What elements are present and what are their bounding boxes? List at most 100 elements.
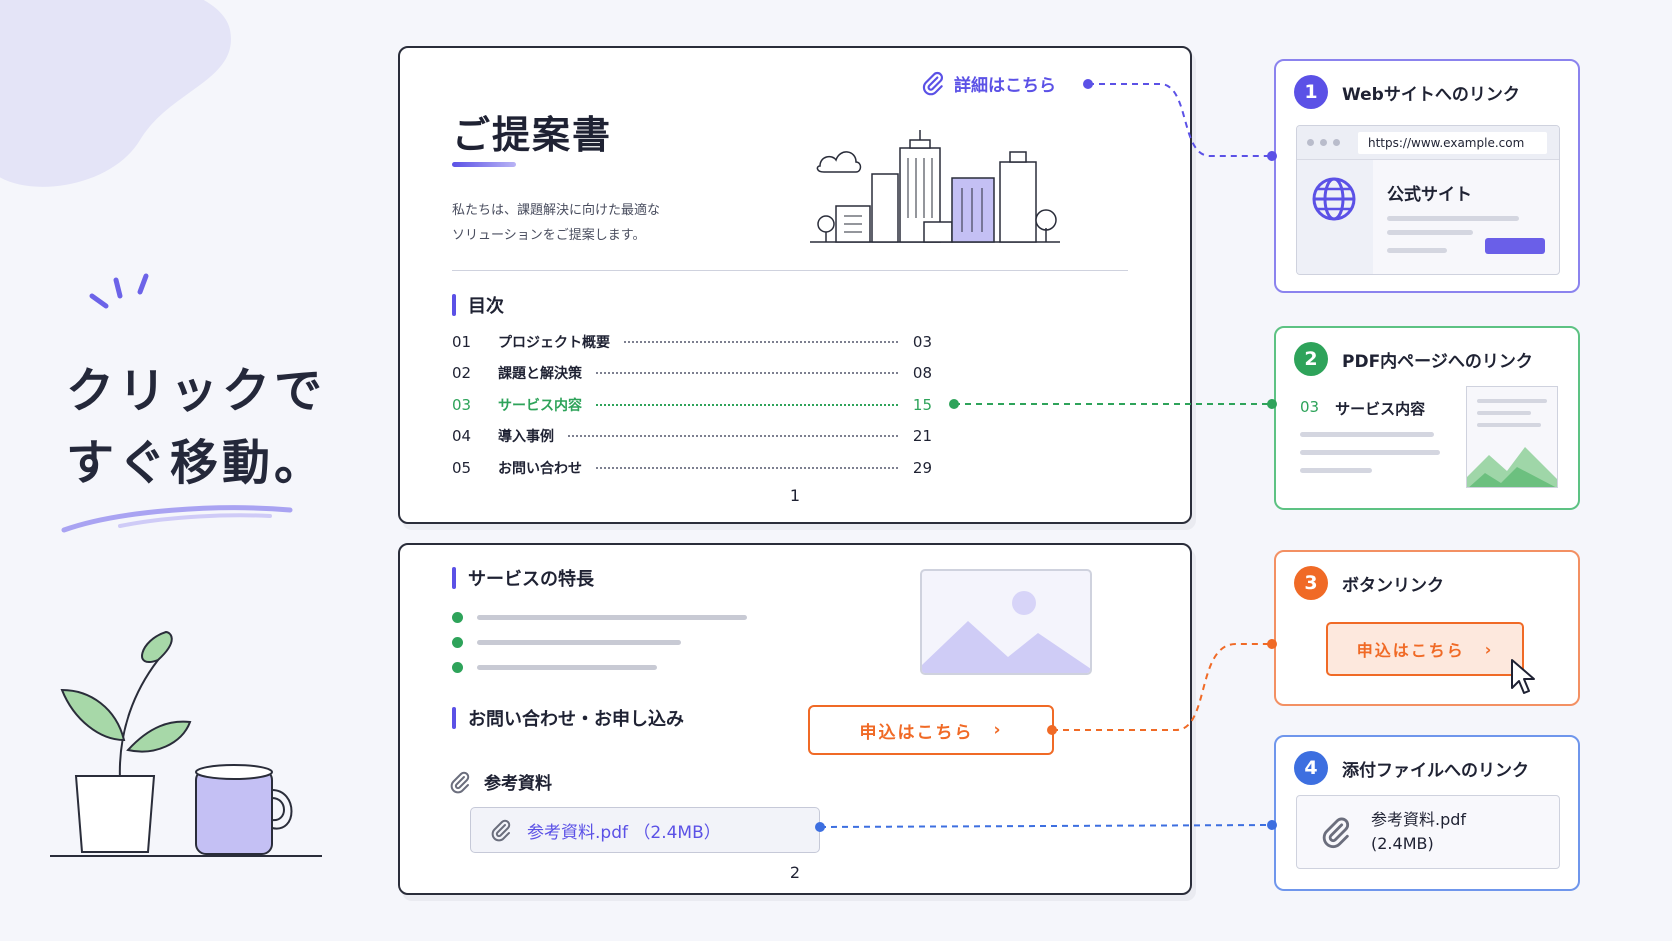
- toc-label: 導入事例: [498, 429, 554, 446]
- features-heading: サービスの特長: [452, 565, 594, 591]
- list-item: [452, 655, 747, 680]
- placeholder-line: [477, 665, 657, 670]
- pdf-target-item[interactable]: 03 サービス内容: [1300, 398, 1425, 419]
- bullet-dot: [452, 637, 463, 648]
- intro-line-1: 私たちは、課題解決に向けた最適な: [452, 203, 661, 218]
- browser-body: 公式サイト: [1297, 160, 1559, 274]
- hero-line-1: クリックで: [66, 363, 327, 419]
- toc-number: 04: [452, 427, 472, 446]
- placeholder-line: [477, 640, 681, 645]
- list-item: [452, 630, 747, 655]
- reference-heading: 参考資料: [448, 769, 552, 794]
- file-size: (2.4MB): [1371, 834, 1434, 853]
- window-dot: [1320, 139, 1327, 146]
- toc-number: 02: [452, 364, 472, 383]
- sparkle-icon: [89, 273, 149, 309]
- site-title: 公式サイト: [1387, 185, 1472, 205]
- card-attachment-link: 4 添付ファイルへのリンク 参考資料.pdf (2.4MB): [1274, 735, 1580, 891]
- placeholder-line: [1477, 399, 1547, 403]
- placeholder-line: [1387, 230, 1473, 235]
- placeholder-line: [1477, 411, 1531, 415]
- apply-button-label: 申込はこちら: [859, 722, 974, 743]
- paperclip-icon: [1322, 817, 1350, 849]
- toc-page: 29: [912, 458, 932, 477]
- paperclip-icon: [922, 71, 943, 96]
- toc-leader: [624, 340, 898, 343]
- toc-label: お問い合わせ: [498, 460, 582, 477]
- toc-number: 01: [452, 332, 472, 351]
- item-number: 03: [1300, 398, 1320, 416]
- toc-leader: [568, 435, 898, 438]
- feature-bullets: [452, 605, 747, 680]
- attachment-file[interactable]: 参考資料.pdf (2.4MB): [1296, 795, 1560, 869]
- paperclip-icon: [450, 771, 470, 793]
- chevron-right-icon: ›: [993, 720, 1003, 740]
- card-header: 2 PDF内ページへのリンク: [1294, 342, 1533, 376]
- mountain-image-icon: [1467, 447, 1557, 487]
- toc-leader: [596, 466, 898, 469]
- cursor-icon: [1511, 659, 1535, 694]
- apply-button-preview[interactable]: 申込はこちら ›: [1326, 622, 1524, 676]
- intro-text: 私たちは、課題解決に向けた最適な ソリューションをご提案します。: [452, 198, 752, 248]
- apply-button[interactable]: 申込はこちら ›: [808, 705, 1054, 755]
- card-header: 4 添付ファイルへのリンク: [1294, 751, 1529, 785]
- toc-label: 課題と解決策: [498, 366, 582, 383]
- placeholder-line: [1300, 432, 1434, 437]
- page-number: 2: [789, 863, 801, 882]
- browser-bar: https://www.example.com: [1297, 126, 1559, 160]
- detail-link[interactable]: 詳細はこちら: [920, 70, 1056, 96]
- placeholder-line: [477, 615, 747, 620]
- plant-and-mug-illustration: [50, 630, 322, 857]
- background-blob: [0, 0, 231, 187]
- chevron-right-icon: ›: [1484, 639, 1494, 659]
- toc-number: 03: [452, 395, 472, 414]
- toc-page: 21: [912, 427, 932, 446]
- window-dot: [1333, 139, 1340, 146]
- page-number: 1: [789, 486, 801, 505]
- toc-row[interactable]: 05 お問い合わせ 29: [452, 452, 932, 484]
- image-placeholder: [920, 569, 1092, 675]
- page-thumbnail: [1466, 386, 1558, 488]
- document-page-1: ご提案書 私たちは、課題解決に向けた最適な ソリューションをご提案します。 詳細…: [398, 46, 1192, 524]
- card-header: 3 ボタンリンク: [1294, 566, 1444, 600]
- toc-row[interactable]: 04 導入事例 21: [452, 421, 932, 453]
- site-button[interactable]: [1485, 238, 1545, 254]
- placeholder-line: [1300, 468, 1372, 473]
- number-badge: 2: [1294, 342, 1328, 376]
- card-button-link: 3 ボタンリンク 申込はこちら ›: [1274, 550, 1580, 706]
- item-label: サービス内容: [1335, 400, 1426, 418]
- card-web-link: 1 Webサイトへのリンク https://www.example.com 公式…: [1274, 59, 1580, 293]
- page-title: ご提案書: [452, 113, 613, 157]
- intro-line-2: ソリューションをご提案します。: [452, 228, 646, 243]
- toc-page: 15: [912, 395, 932, 414]
- toc-label: サービス内容: [498, 397, 582, 414]
- detail-link-label[interactable]: 詳細はこちら: [954, 75, 1056, 96]
- reference-heading-label: 参考資料: [484, 774, 552, 794]
- bullet-dot: [452, 612, 463, 623]
- card-title: ボタンリンク: [1342, 575, 1444, 596]
- file-info: 参考資料.pdf (2.4MB): [1371, 808, 1466, 856]
- toc-leader: [596, 372, 898, 375]
- browser-mockup: https://www.example.com 公式サイト: [1296, 125, 1560, 275]
- toc-row[interactable]: 03 サービス内容 15: [452, 389, 932, 421]
- divider: [452, 270, 1128, 271]
- underline-swoosh: [61, 505, 293, 533]
- card-title: PDF内ページへのリンク: [1342, 351, 1533, 372]
- number-badge: 3: [1294, 566, 1328, 600]
- url-field[interactable]: https://www.example.com: [1358, 131, 1547, 154]
- placeholder-line: [1387, 248, 1447, 253]
- window-dot: [1307, 139, 1314, 146]
- card-title: Webサイトへのリンク: [1342, 84, 1520, 105]
- browser-sidebar: [1297, 160, 1373, 274]
- attachment-link[interactable]: 参考資料.pdf （2.4MB）: [470, 807, 820, 853]
- attachment-label: 参考資料.pdf （2.4MB）: [527, 822, 721, 843]
- placeholder-line: [1300, 450, 1440, 455]
- paperclip-icon: [491, 819, 511, 842]
- toc-leader: [596, 403, 898, 406]
- toc-number: 05: [452, 458, 472, 477]
- number-badge: 4: [1294, 751, 1328, 785]
- number-badge: 1: [1294, 75, 1328, 109]
- card-pdf-page-link: 2 PDF内ページへのリンク 03 サービス内容: [1274, 326, 1580, 510]
